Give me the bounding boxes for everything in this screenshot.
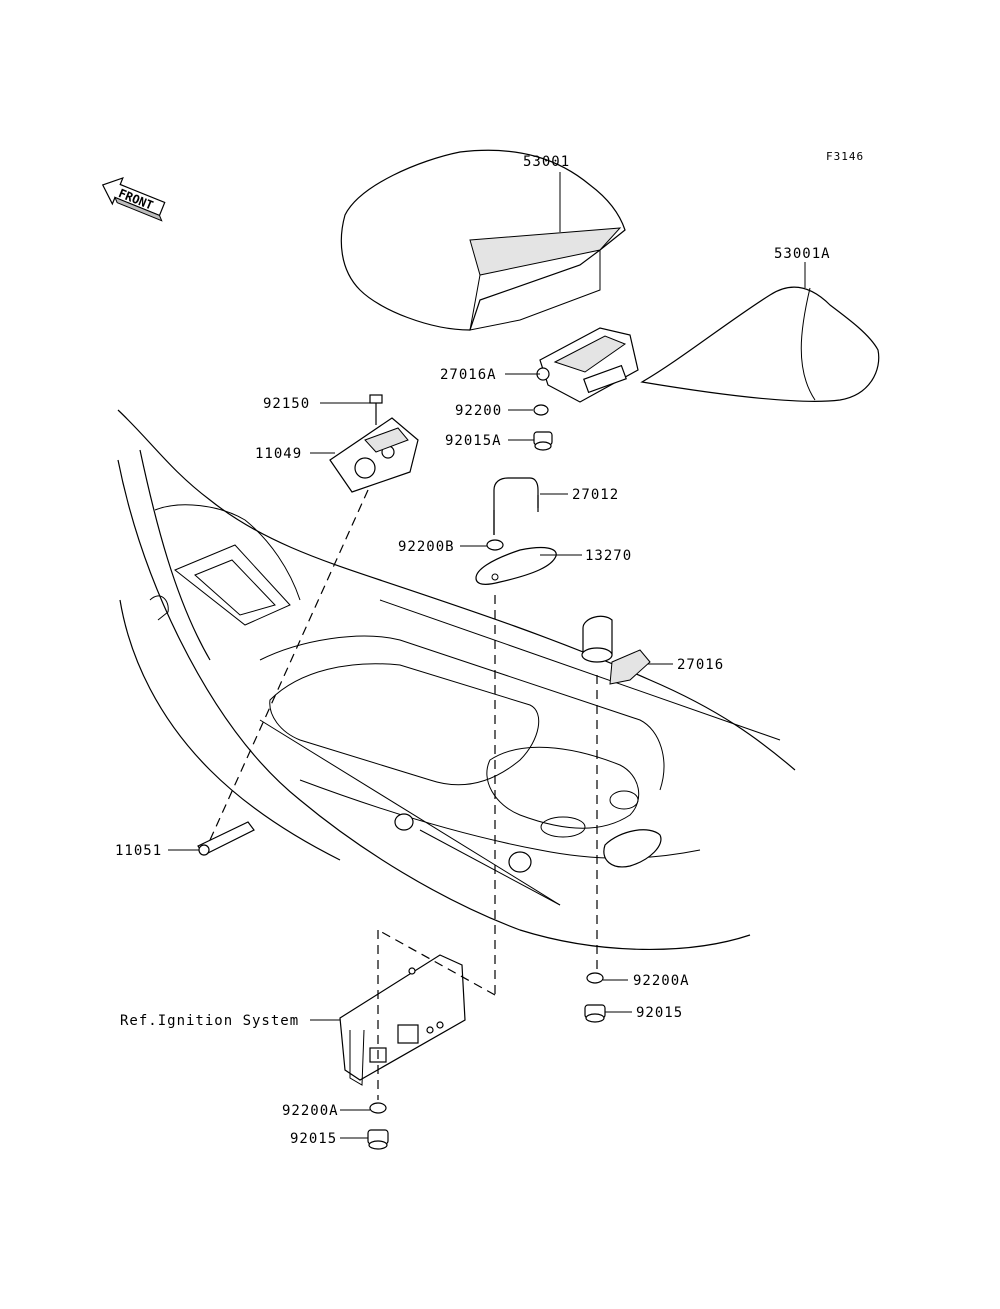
seat-53001A <box>640 286 880 402</box>
part-label-ref-ignition: Ref.Ignition System <box>120 1013 299 1029</box>
bolt-92150 <box>369 394 383 425</box>
washer-92200A-left <box>369 1102 387 1114</box>
part-label-13270: 13270 <box>585 548 632 564</box>
grommet-92015-right <box>584 1004 606 1023</box>
part-label-11049: 11049 <box>255 446 302 462</box>
part-label-27012: 27012 <box>572 487 619 503</box>
washer-92200 <box>533 404 549 416</box>
part-label-92200A-left: 92200A <box>282 1103 339 1119</box>
washer-92200A-right <box>586 972 604 984</box>
bracket-11049 <box>329 417 419 493</box>
grommet-92015-left <box>367 1129 389 1150</box>
ubolt-27012 <box>493 477 539 535</box>
part-label-27016A: 27016A <box>440 367 497 383</box>
part-label-92015A: 92015A <box>445 433 502 449</box>
figure-id: F3146 <box>826 150 864 163</box>
striker-27016 <box>581 615 651 685</box>
part-label-27016: 27016 <box>677 657 724 673</box>
part-label-53001A: 53001A <box>774 246 831 262</box>
part-label-53001: 53001 <box>523 154 570 170</box>
ignition-box <box>339 954 466 1086</box>
part-label-92150: 92150 <box>263 396 310 412</box>
assembly-lines <box>209 489 598 1100</box>
part-label-92015-right: 92015 <box>636 1005 683 1021</box>
grommet-92015A <box>533 431 553 451</box>
hull-body <box>117 409 796 950</box>
seat-53001 <box>340 149 626 331</box>
part-label-92200A-right: 92200A <box>633 973 690 989</box>
plate-13270 <box>475 546 557 585</box>
part-label-92200B: 92200B <box>398 539 455 555</box>
leader-lines <box>168 172 806 1139</box>
part-label-11051: 11051 <box>115 843 162 859</box>
seat-latch-27016A <box>536 327 639 403</box>
front-arrow-icon: FRONT <box>101 176 166 222</box>
strap-11051 <box>197 821 255 856</box>
washer-92200B <box>486 539 504 551</box>
part-label-92015-left: 92015 <box>290 1131 337 1147</box>
part-label-92200: 92200 <box>455 403 502 419</box>
